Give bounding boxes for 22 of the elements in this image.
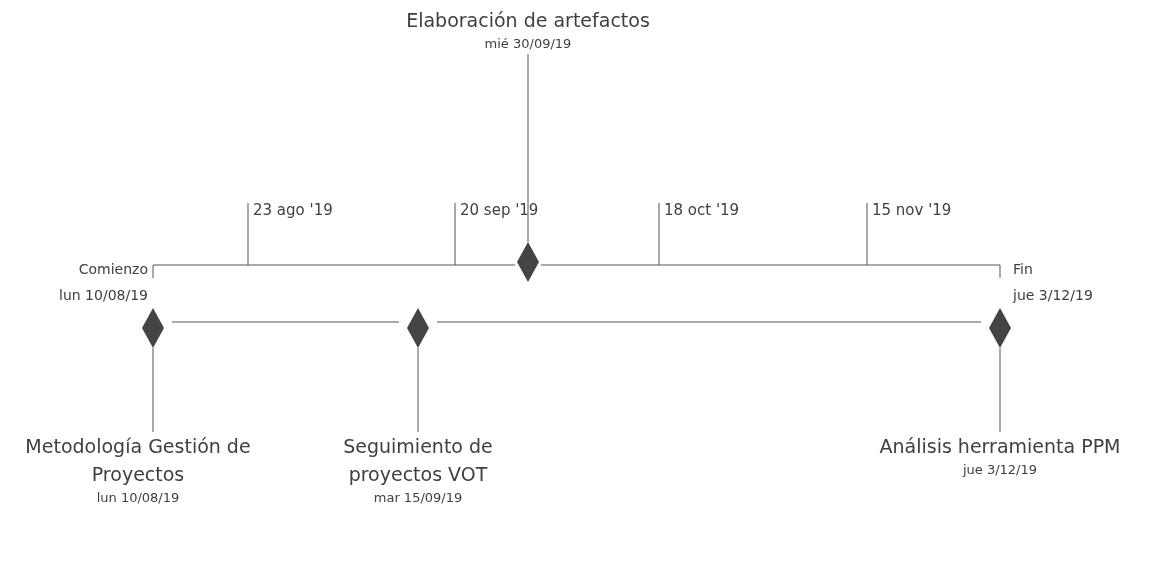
start-date: lun 10/08/19: [59, 286, 148, 305]
timeline-bar: [171, 321, 400, 323]
tick-label: 15 nov '19: [872, 200, 952, 220]
timeline-bar: [436, 321, 982, 323]
end-label: Fin: [1013, 260, 1033, 279]
leader-line: [417, 347, 419, 433]
milestone-title: Seguimiento de proyectos VOT: [342, 434, 494, 487]
end-date: jue 3/12/19: [1013, 286, 1093, 305]
start-label: Comienzo: [78, 260, 148, 279]
milestone-date: jue 3/12/19: [961, 461, 1039, 479]
milestone-date: mar 15/09/19: [372, 489, 464, 507]
tick-label: 20 sep '19: [460, 200, 539, 220]
milestone-date: lun 10/08/19: [95, 489, 181, 507]
tick-label: 23 ago '19: [253, 200, 333, 220]
milestone-title: Análisis herramienta PPM: [878, 434, 1122, 459]
tick-label: 18 oct '19: [664, 200, 740, 220]
leader-line: [152, 347, 154, 433]
leader-line: [999, 347, 1001, 433]
milestone-title: Elaboración de artefactos: [405, 8, 651, 33]
leader-line: [527, 53, 529, 243]
milestone-date: mié 30/09/19: [483, 35, 573, 53]
milestone-title: Metodología Gestión de Proyectos: [24, 434, 252, 487]
